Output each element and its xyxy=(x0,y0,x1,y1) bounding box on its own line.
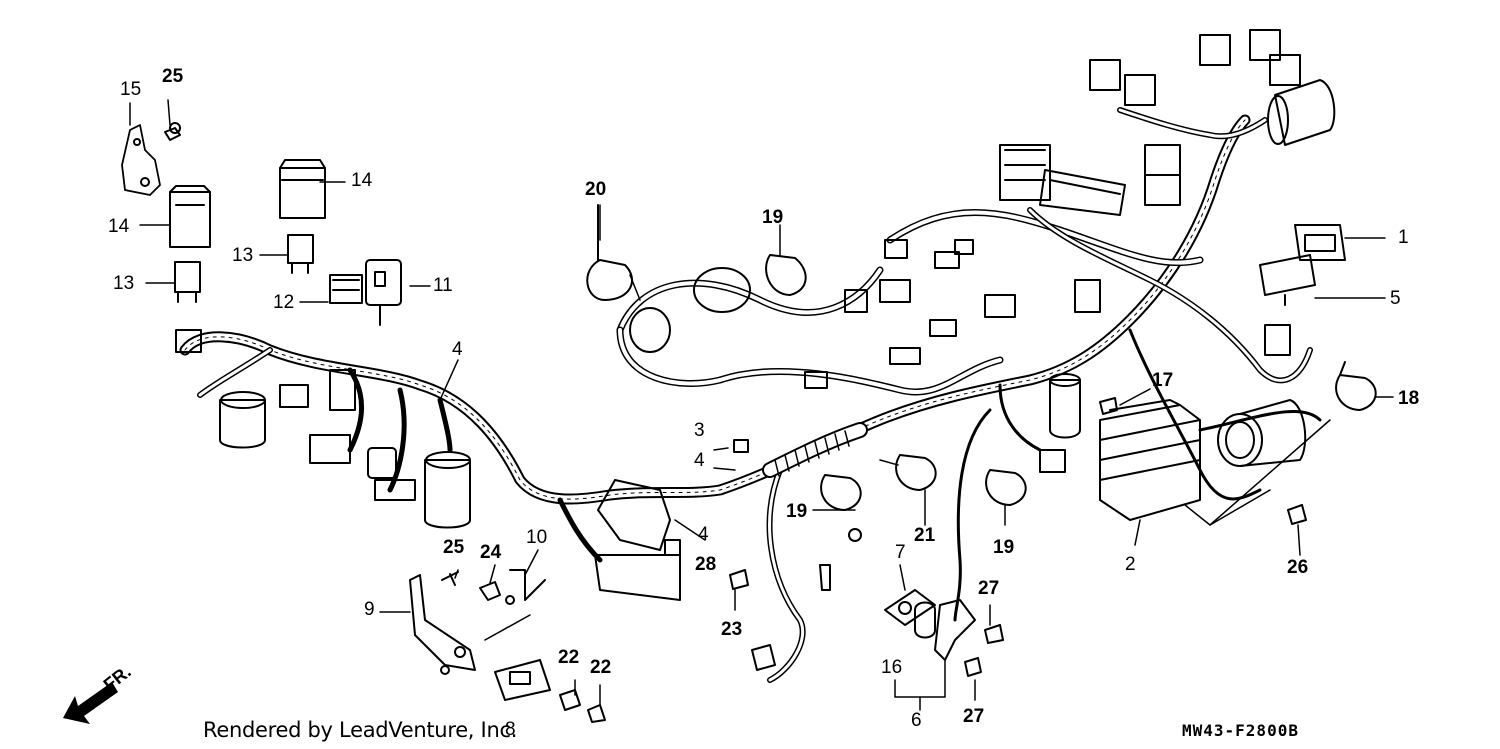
callout-7: 7 xyxy=(895,542,906,563)
main-harness xyxy=(179,107,1322,683)
callout-17: 17 xyxy=(1152,370,1174,391)
center-cluster xyxy=(586,29,1377,677)
callout-25-a: 25 xyxy=(162,66,184,87)
callout-25-b: 25 xyxy=(443,537,465,558)
callout-4-b: 4 xyxy=(694,450,705,471)
callout-13-b: 13 xyxy=(113,273,135,294)
callout-5: 5 xyxy=(1390,288,1401,309)
left-cluster xyxy=(121,122,749,723)
callout-28: 28 xyxy=(695,554,717,575)
callout-19-b: 19 xyxy=(786,501,808,522)
callout-21: 21 xyxy=(914,525,936,546)
callout-22-b: 22 xyxy=(590,657,612,678)
callout-27-a: 27 xyxy=(978,578,1000,599)
callout-23: 23 xyxy=(721,619,743,640)
callout-20: 20 xyxy=(585,179,607,200)
callout-1: 1 xyxy=(1398,227,1409,248)
callout-9: 9 xyxy=(364,599,375,620)
callout-4-c: 4 xyxy=(698,524,709,545)
callout-26: 26 xyxy=(1287,557,1309,578)
callout-11: 11 xyxy=(433,275,453,296)
callout-15: 15 xyxy=(120,79,142,100)
callout-24: 24 xyxy=(480,542,502,563)
callout-16: 16 xyxy=(881,657,903,678)
callout-14-b: 14 xyxy=(108,216,130,237)
callout-2: 2 xyxy=(1125,554,1136,575)
callout-6: 6 xyxy=(911,710,922,731)
callout-4-a: 4 xyxy=(452,339,463,360)
callout-22-a: 22 xyxy=(558,647,580,668)
callout-14-a: 14 xyxy=(351,170,373,191)
callout-10: 10 xyxy=(526,527,548,548)
callout-3: 3 xyxy=(694,420,705,441)
callout-19-a: 19 xyxy=(762,207,784,228)
leader-lines xyxy=(129,99,1394,711)
front-direction-arrow xyxy=(63,682,118,724)
callout-27-b: 27 xyxy=(963,706,985,727)
callout-18: 18 xyxy=(1398,388,1420,409)
callout-19-c: 19 xyxy=(993,537,1015,558)
callout-13-a: 13 xyxy=(232,245,254,266)
diagram-code: MW43-F2800B xyxy=(1182,721,1299,740)
callout-12: 12 xyxy=(273,292,295,313)
credit-text: Rendered by LeadVenture, Inc. xyxy=(203,718,518,742)
callout-8: 8 xyxy=(505,719,516,740)
